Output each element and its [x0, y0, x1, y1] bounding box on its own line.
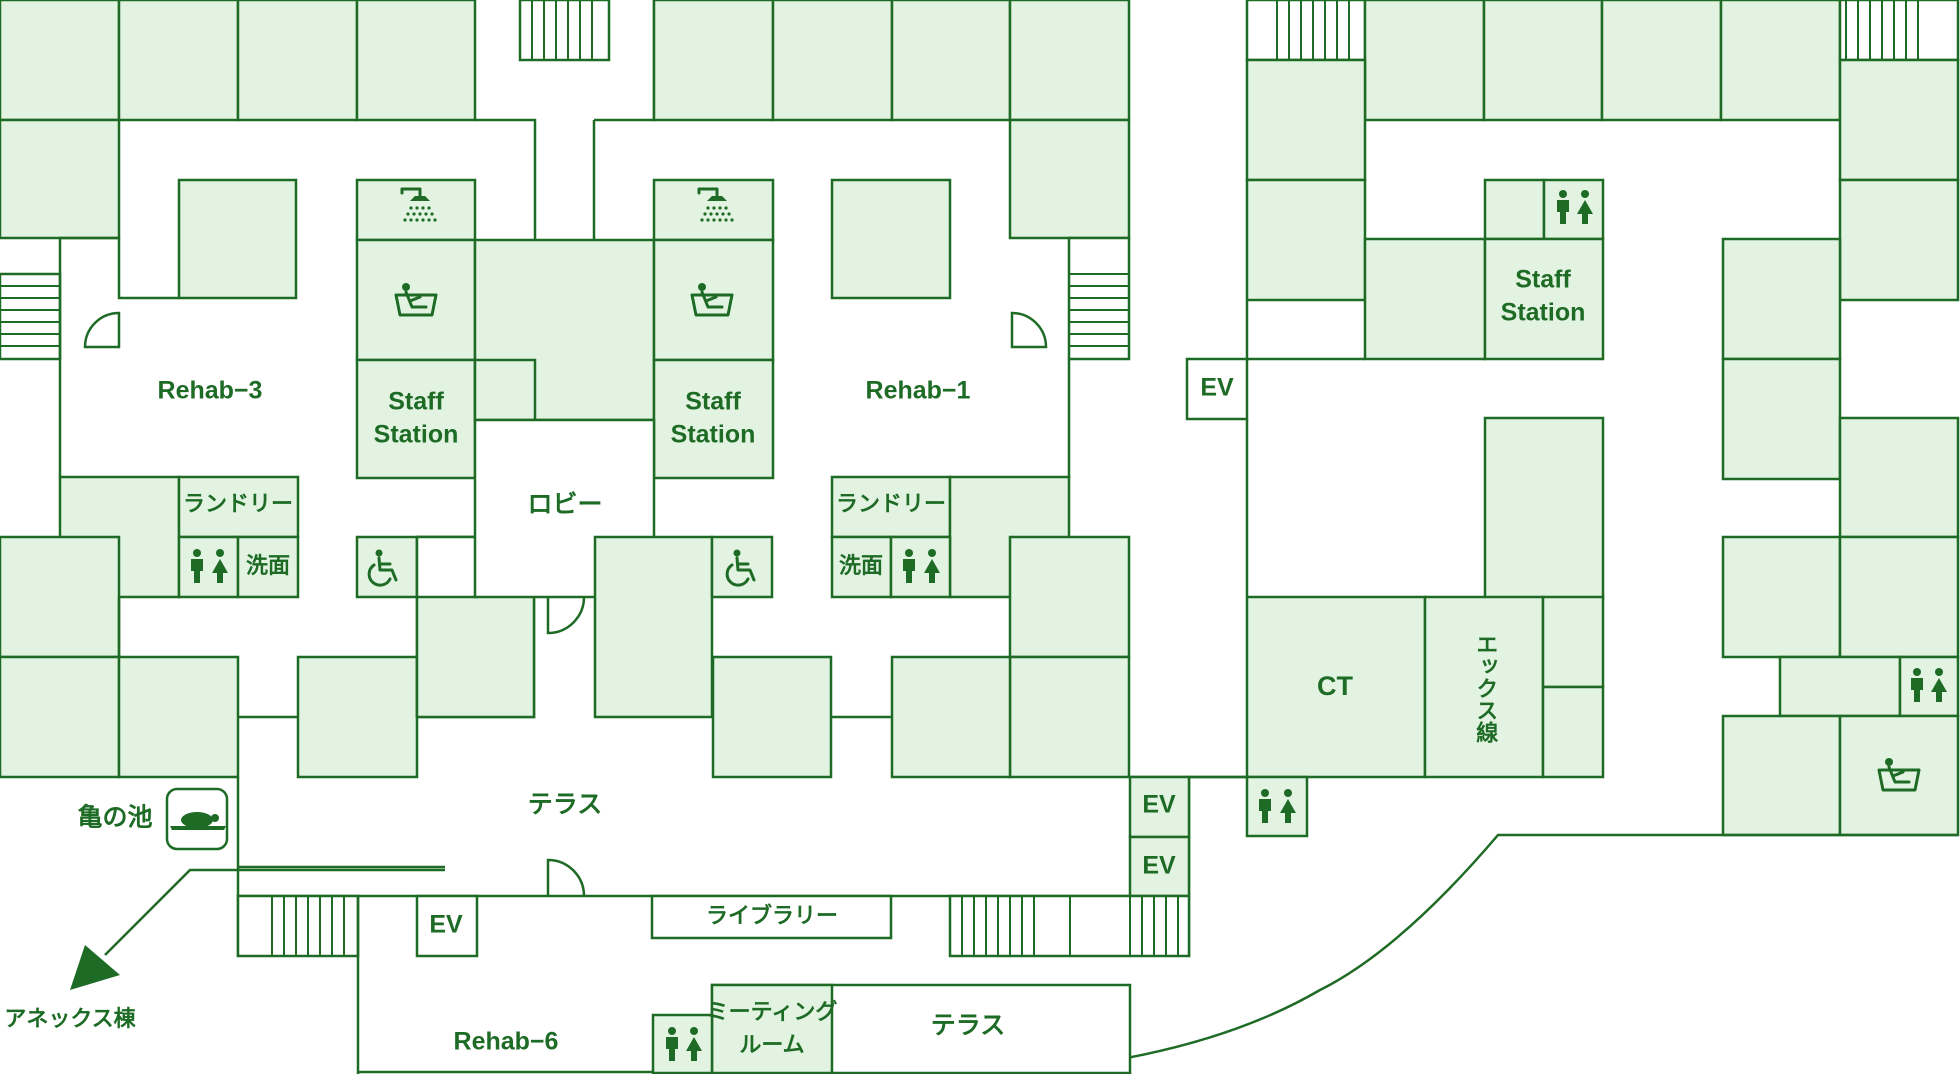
room-label-ct: CT [1317, 671, 1353, 701]
turtle-icon [170, 812, 226, 830]
elevator-label: EV [429, 911, 463, 939]
elevator-label: EV [1200, 374, 1234, 402]
label-annex: アネックス棟 [4, 1006, 136, 1031]
left-wing [0, 0, 536, 779]
room-label-meeting: ルーム [739, 1032, 804, 1057]
room-label-laundry: ランドリー [183, 491, 293, 516]
room-label-rehab1: Rehab−1 [866, 377, 971, 405]
staff-station-label: Staff [685, 388, 741, 416]
room-label-terrace: テラス [528, 791, 603, 819]
elevator-label: EV [1142, 791, 1176, 819]
room-label-lobby: ロビー [527, 491, 602, 519]
room-label-meeting: ミーティング [707, 999, 838, 1024]
room-label-xray: エックス線 [1473, 633, 1498, 743]
room-label-washroom: 洗面 [246, 553, 290, 578]
room-label-rehab3: Rehab−3 [158, 377, 263, 405]
staff-station-label: Staff [1515, 266, 1571, 294]
bottom-section [165, 775, 1191, 1074]
room-label-laundry: ランドリー [836, 491, 946, 516]
room-label-washroom: 洗面 [839, 553, 883, 578]
top-stairs [518, 0, 611, 62]
mid-wing [652, 0, 1247, 779]
label-turtle-pond: 亀の池 [77, 803, 152, 832]
room-label-library: ライブラリー [706, 903, 838, 928]
right-wing [999, 0, 1960, 1074]
room-label-terrace: テラス [931, 1012, 1006, 1040]
staff-station-label: Station [671, 421, 756, 449]
staff-station-label: Station [374, 421, 459, 449]
center-block [355, 0, 775, 719]
staff-station-label: Station [1501, 299, 1586, 327]
room-label-rehab6: Rehab−6 [454, 1028, 559, 1056]
direction-arrow-icon [70, 868, 445, 990]
staff-station-label: Staff [388, 388, 444, 416]
elevator-label: EV [1142, 852, 1176, 880]
